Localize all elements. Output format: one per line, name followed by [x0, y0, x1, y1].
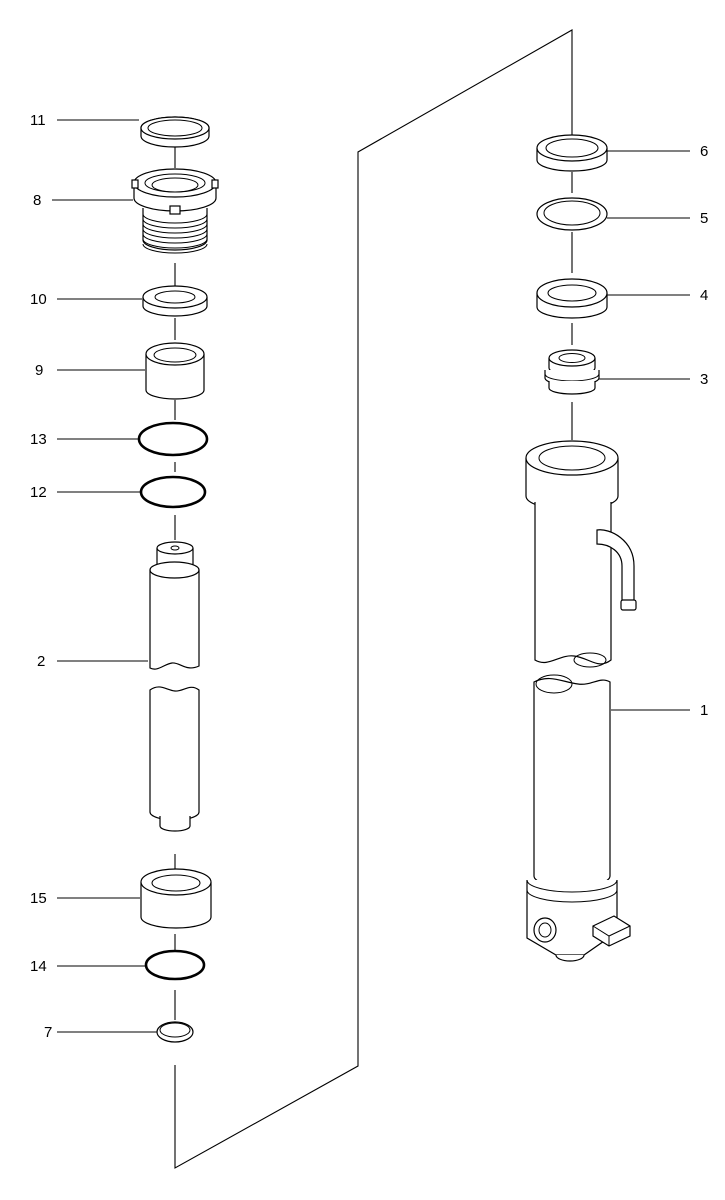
callout-14: 14: [30, 958, 47, 975]
callout-1: 1: [700, 702, 708, 719]
callout-6: 6: [700, 143, 708, 160]
part-10-ring: [142, 285, 208, 317]
part-4-ring: [536, 278, 608, 319]
part-13-o-ring: [137, 421, 209, 457]
part-7-small-ring: [156, 1021, 194, 1043]
part-3-piston: [544, 349, 600, 395]
part-14-o-ring: [144, 949, 206, 981]
callout-5: 5: [700, 210, 708, 227]
callout-2: 2: [37, 653, 45, 670]
callout-4: 4: [700, 287, 708, 304]
part-2-piston-rod: [149, 541, 200, 832]
part-12-o-ring: [139, 475, 207, 509]
part-6-ring: [536, 134, 608, 172]
assembly-path-line: [174, 29, 573, 1169]
callout-12: 12: [30, 484, 47, 501]
right-leader-lines: [599, 150, 690, 711]
part-1-cylinder-tube: [525, 440, 637, 962]
part-5-seal-ring: [536, 197, 608, 231]
part-9-bushing: [145, 342, 205, 400]
left-leader-lines: [52, 119, 157, 1033]
callout-7: 7: [44, 1024, 52, 1041]
part-8-threaded-nut: [131, 168, 219, 254]
part-11-ring: [140, 116, 210, 148]
callout-13: 13: [30, 431, 47, 448]
callout-15: 15: [30, 890, 47, 907]
callout-11: 11: [30, 112, 46, 129]
callout-10: 10: [30, 291, 47, 308]
callout-3: 3: [700, 371, 708, 388]
callout-9: 9: [35, 362, 43, 379]
part-15-gland: [140, 868, 212, 929]
callout-8: 8: [33, 192, 41, 209]
